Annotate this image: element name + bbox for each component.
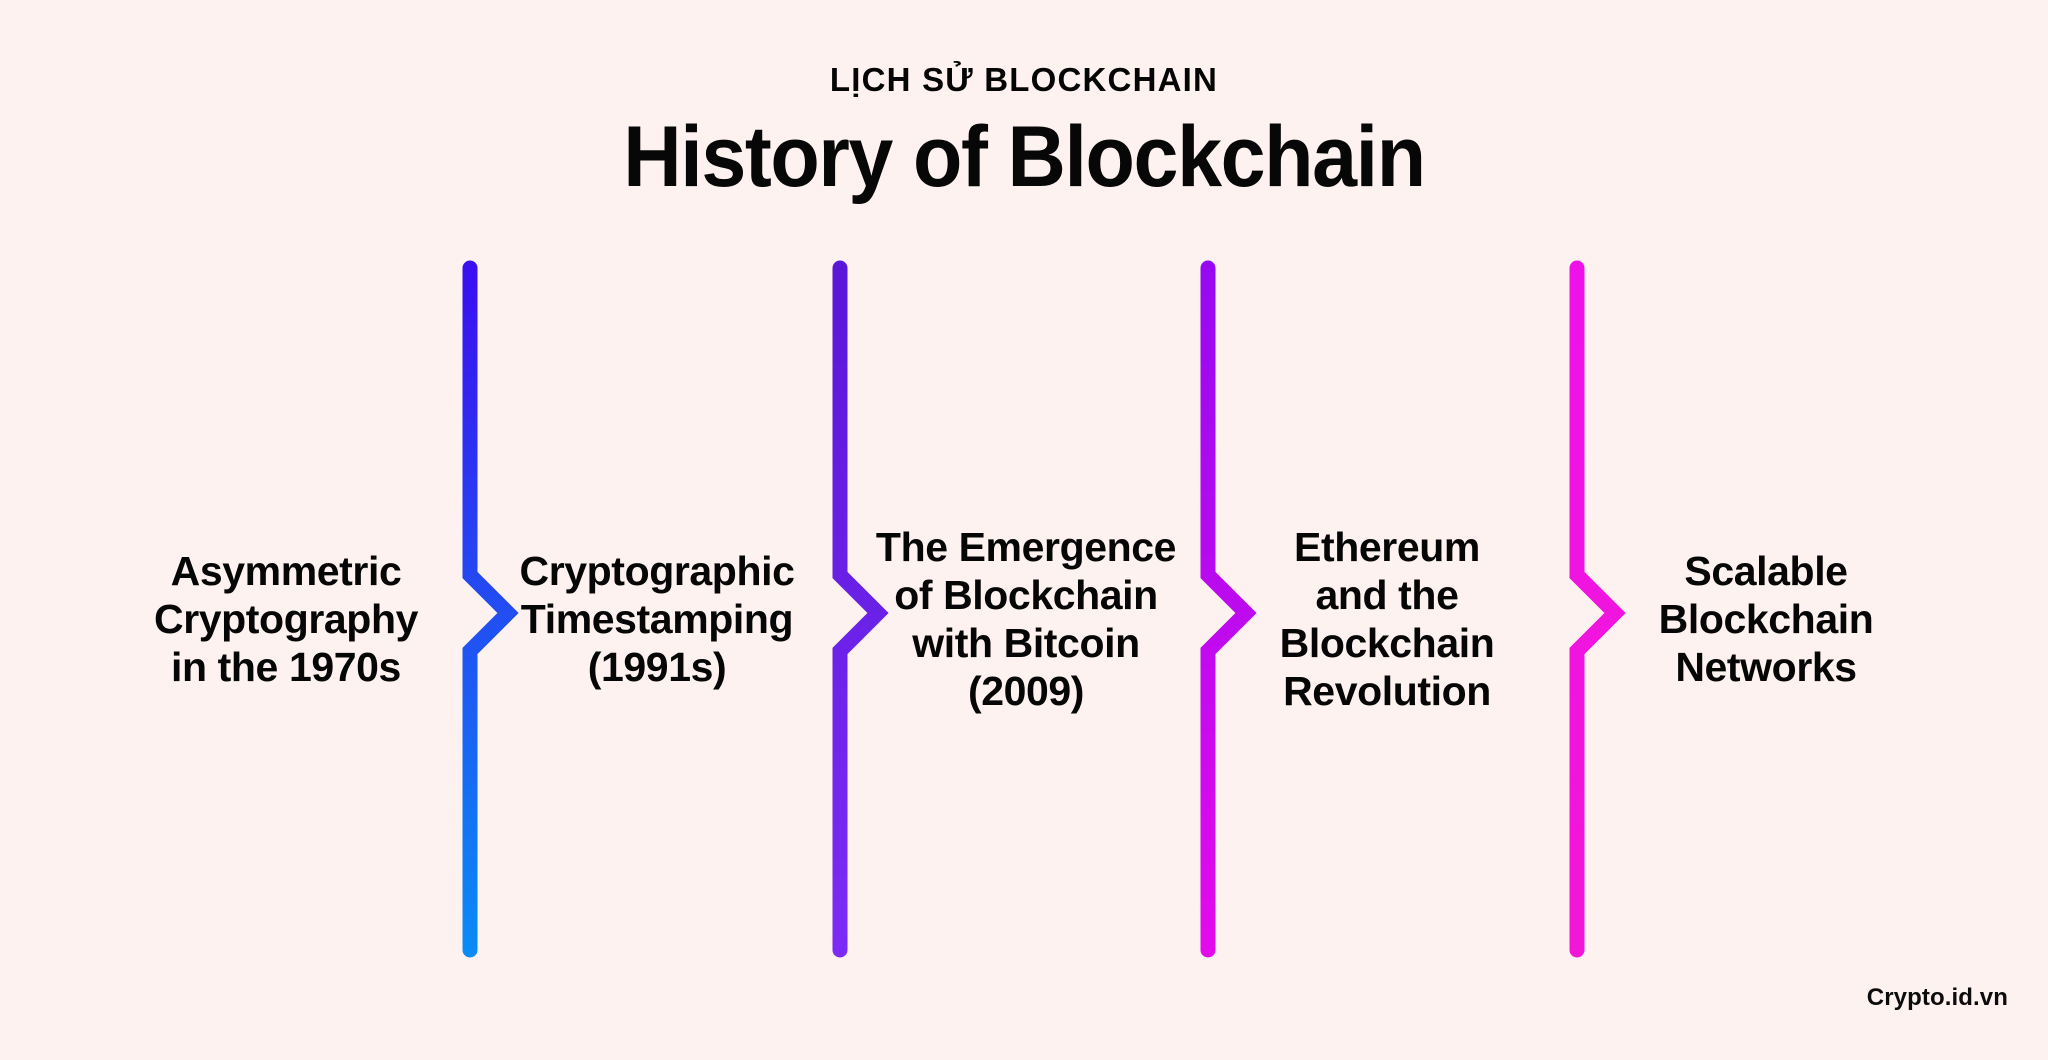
timeline-stage-2-label: Cryptographic Timestamping (1991s) <box>519 548 795 690</box>
timeline-stage-1-label: Asymmetric Cryptography in the 1970s <box>153 548 418 690</box>
timeline-divider-2 <box>832 260 889 958</box>
timeline-stage-4-label: Ethereum and the Blockchain Revolution <box>1279 524 1495 714</box>
timeline-divider-3 <box>1200 260 1257 958</box>
timeline-stage-3-label: The Emergence of Blockchain with Bitcoin… <box>875 524 1177 714</box>
timeline-divider-1 <box>462 260 519 958</box>
source-watermark: Crypto.id.vn <box>1866 984 2008 1011</box>
timeline-stage-5-label: Scalable Blockchain Networks <box>1658 548 1874 690</box>
timeline-divider-4 <box>1569 260 1626 958</box>
